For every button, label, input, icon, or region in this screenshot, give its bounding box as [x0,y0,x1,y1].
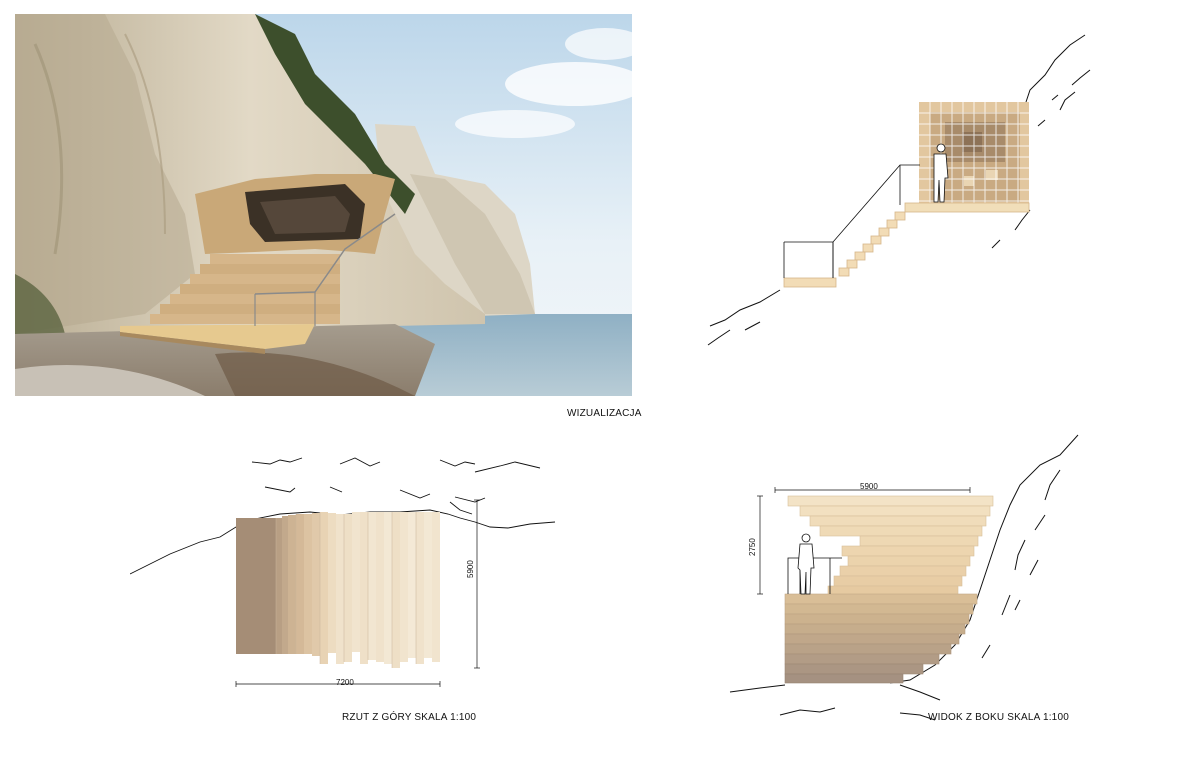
top-view-label: RZUT Z GÓRY SKALA 1:100 [342,712,477,723]
plan-planks [236,512,440,668]
dimension-lines [235,499,480,687]
module-grid [904,102,1030,213]
railing-lines [783,164,920,278]
side-person-silhouette [797,533,815,595]
visualization-image [15,14,632,396]
side-view-drawing [720,430,1100,730]
side-view-dim-height: 2750 [748,538,757,556]
visualization-label: WIZUALIZACJA [567,408,642,419]
section-drawing [700,30,1120,350]
side-view-svg [729,434,1079,721]
section-svg [707,34,1091,346]
top-view-dim-width: 7200 [336,678,354,687]
stair-steps [783,211,906,288]
side-view-dim-width: 5900 [860,482,878,491]
side-boards [784,495,994,684]
cliff-lines [707,34,1091,346]
side-cliff-lines [729,434,1079,721]
side-dimension-lines [757,487,971,595]
top-view-dim-height: 5900 [466,560,475,578]
top-view-svg [130,457,556,687]
visualization-scene [15,14,632,396]
person-silhouette [933,143,949,203]
side-view-label: WIDOK Z BOKU SKALA 1:100 [928,712,1069,723]
top-view-drawing [130,452,570,692]
